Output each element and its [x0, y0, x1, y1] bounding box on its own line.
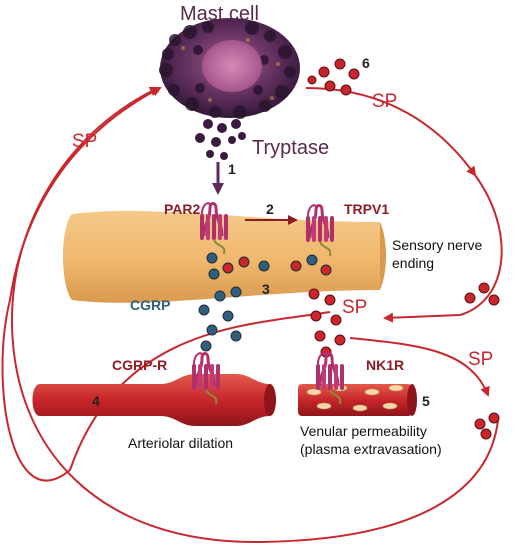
- feedback-loop-left: [1, 87, 331, 482]
- tryptase-label: Tryptase: [252, 137, 330, 159]
- nerve-label-line2: ending: [392, 255, 435, 271]
- sp-right-arrow: [349, 337, 490, 397]
- outer-cycle-arrow: [10, 86, 499, 544]
- step-2-number: 2: [266, 201, 274, 217]
- sp-to-nerve-arrow: [305, 87, 477, 177]
- sp-granules-nerve: [308, 288, 346, 358]
- step-1-number: 1: [228, 161, 236, 177]
- sp-return-arc: [383, 174, 503, 323]
- arteriole: [32, 374, 276, 426]
- sp-label-top-right: SP: [372, 91, 398, 112]
- step-5-number: 5: [422, 393, 430, 409]
- nerve-granules: [206, 252, 332, 280]
- cgrp-r-label: CGRP-R: [112, 357, 168, 373]
- sp-label-mid: SP: [342, 297, 368, 318]
- mast-cell: [159, 18, 300, 119]
- sp-label-right: SP: [468, 349, 494, 370]
- sp-granules-right-bottom: [474, 412, 500, 440]
- sp-label-left: SP: [72, 131, 98, 152]
- step-3-number: 3: [262, 281, 270, 297]
- mast-cell-label: Mast cell: [180, 3, 259, 25]
- step-6-number: 6: [362, 55, 370, 71]
- venular-label-line2: (plasma extravasation): [300, 441, 442, 457]
- sp-granules-right-top: [464, 282, 500, 306]
- arteriolar-dilation-label: Arteriolar dilation: [128, 435, 234, 451]
- par2-label: PAR2: [164, 201, 201, 217]
- tryptase-granules: [195, 119, 246, 160]
- step-4-number: 4: [92, 393, 100, 409]
- cgrp-granules: [198, 286, 242, 352]
- sensory-nerve: [63, 210, 380, 303]
- cgrp-label: CGRP: [130, 297, 171, 313]
- sp-granules-mast: [307, 58, 360, 96]
- venular-label-line1: Venular permeability: [300, 423, 427, 439]
- nk1r-label: NK1R: [366, 357, 405, 373]
- venule: [298, 384, 417, 416]
- trpv1-label: TRPV1: [344, 201, 390, 217]
- nerve-label-line1: Sensory nerve: [392, 237, 483, 253]
